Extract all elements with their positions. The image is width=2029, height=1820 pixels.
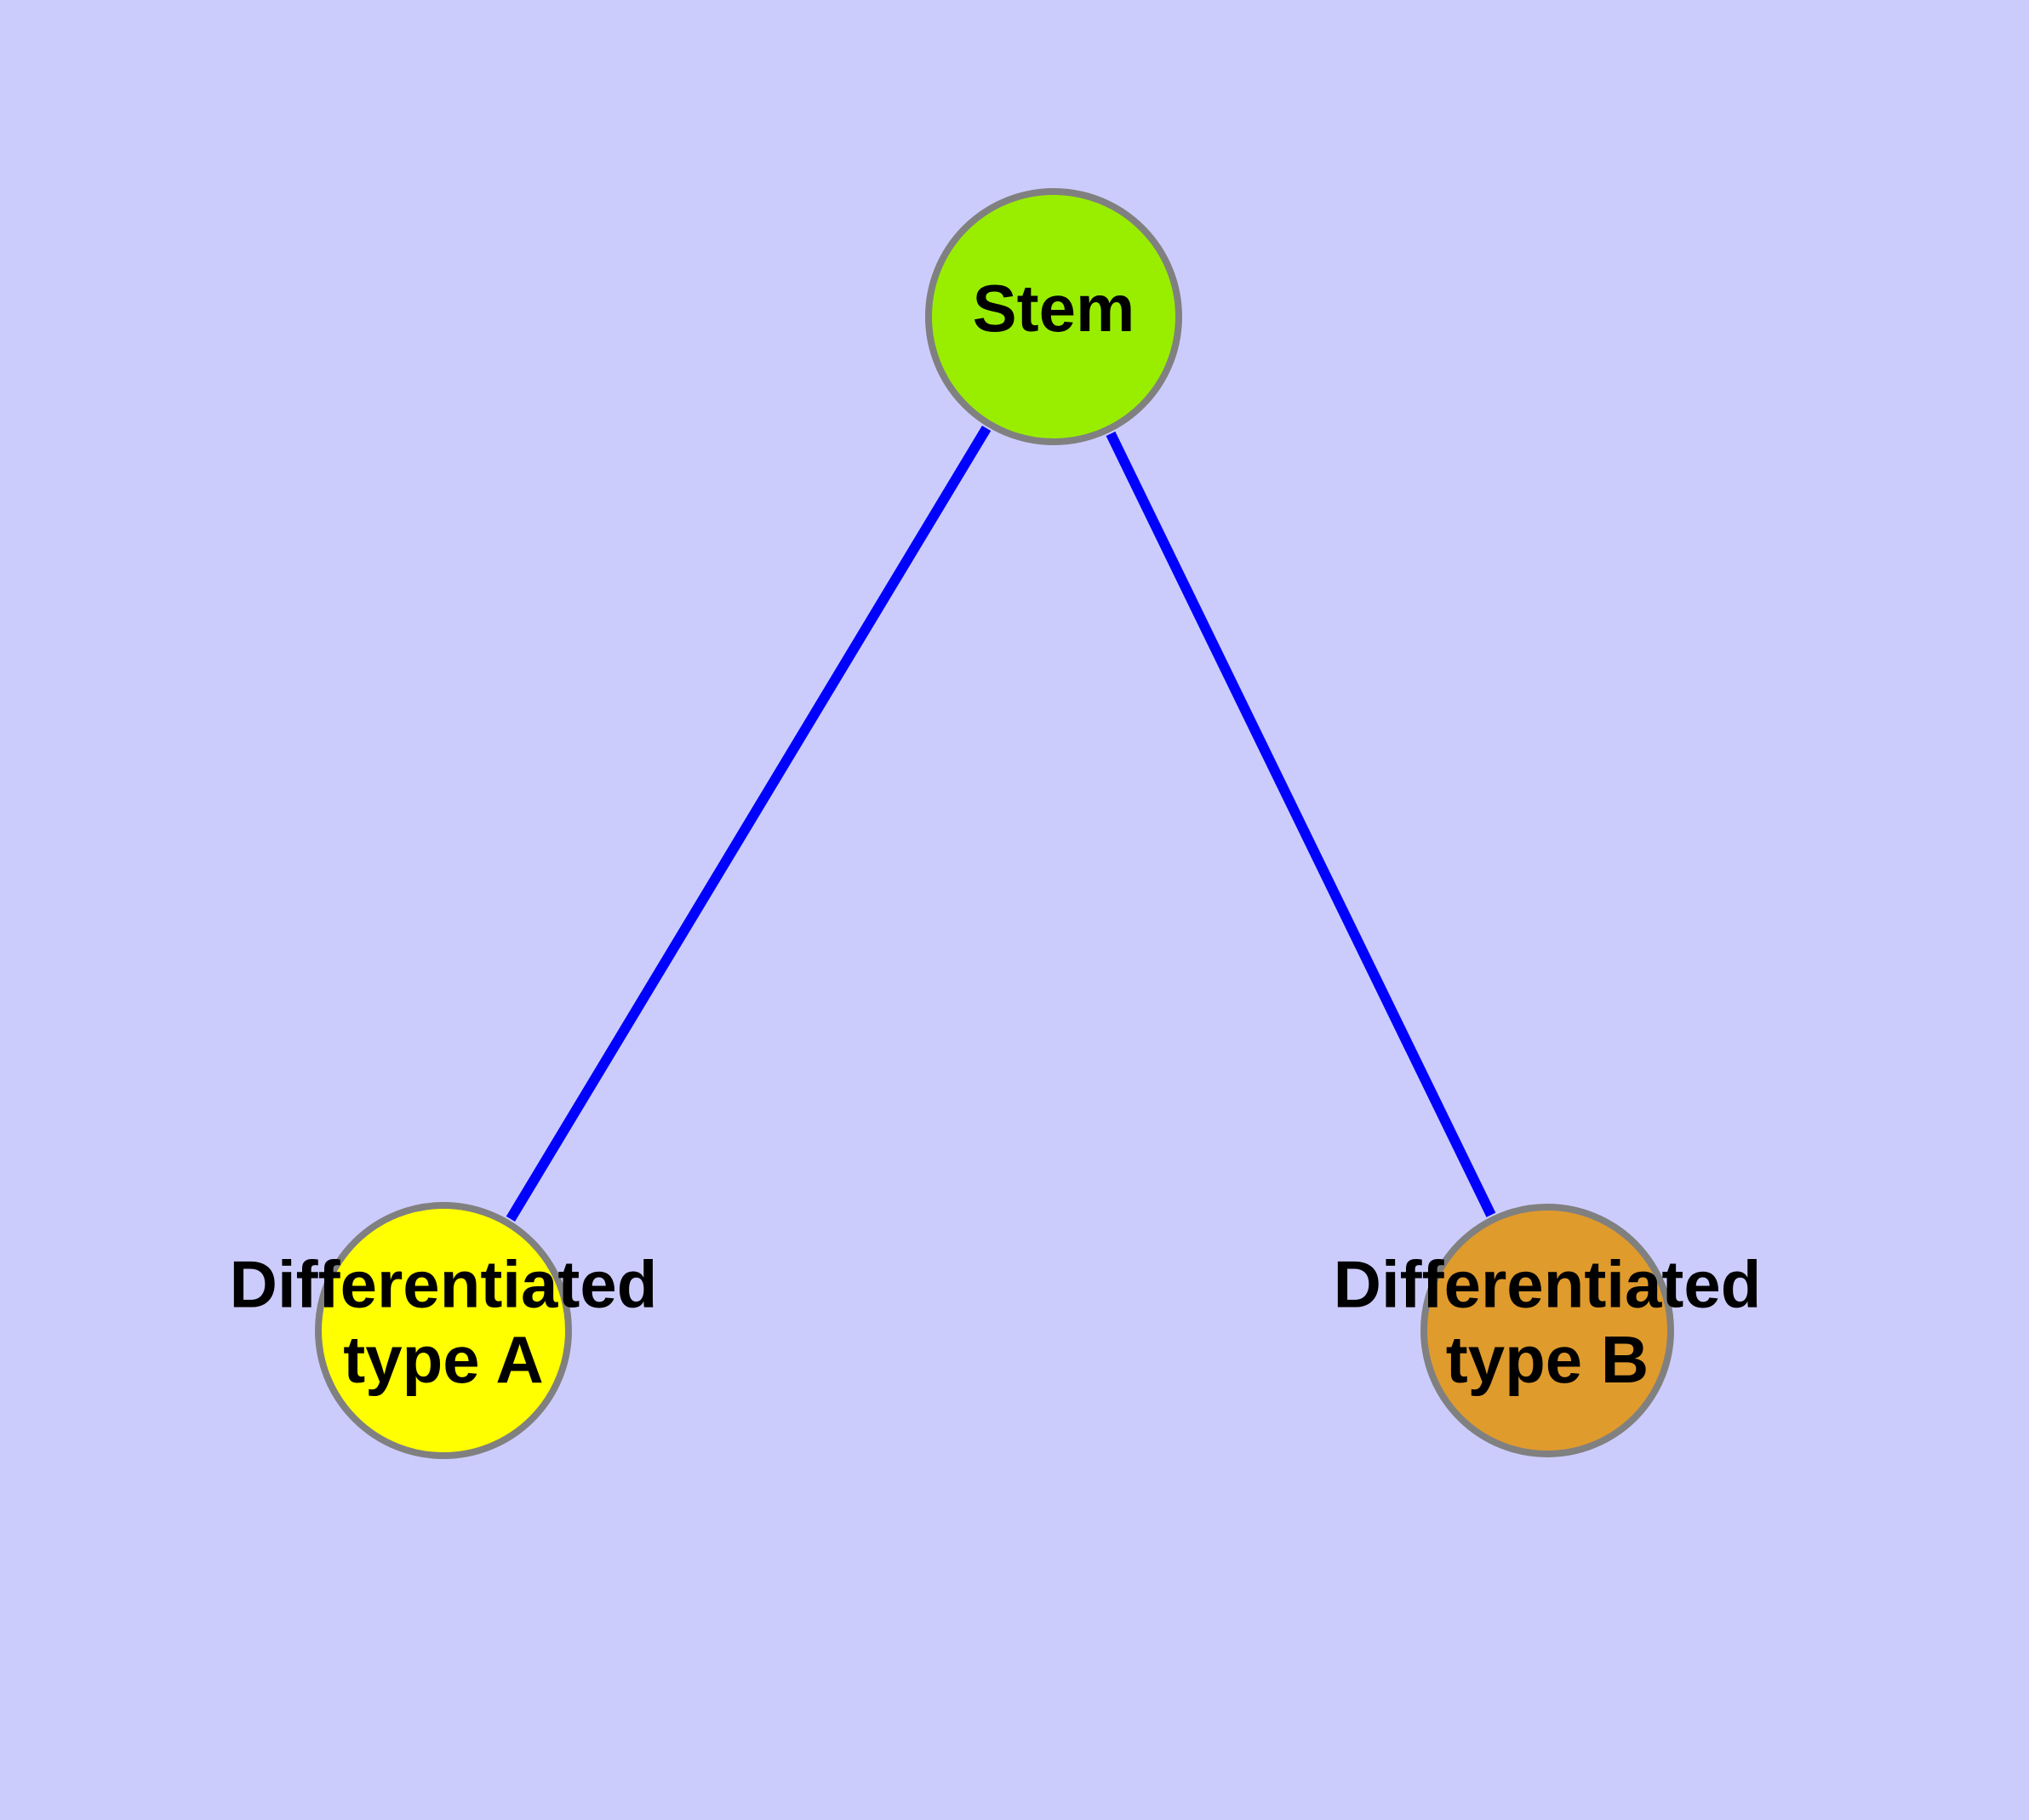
node-label-line: Differentiated	[230, 1247, 658, 1322]
graph-node-stem[interactable]: Stem	[925, 188, 1182, 445]
node-circle-diff-a[interactable]	[315, 1202, 572, 1459]
graph-edge-stem-to-diff-a[interactable]	[506, 425, 992, 1222]
graph-edge-stem-to-diff-b[interactable]	[1106, 431, 1496, 1217]
edge-layer	[506, 425, 1496, 1222]
node-label-stem: Stem	[973, 271, 1135, 346]
node-circle-diff-b[interactable]	[1420, 1204, 1674, 1457]
node-label-line: Differentiated	[1334, 1247, 1762, 1322]
node-label-line: type A	[343, 1322, 544, 1397]
node-label-line: Stem	[973, 271, 1135, 346]
node-circle-stem[interactable]	[925, 188, 1182, 445]
node-label-line: type B	[1446, 1322, 1649, 1397]
